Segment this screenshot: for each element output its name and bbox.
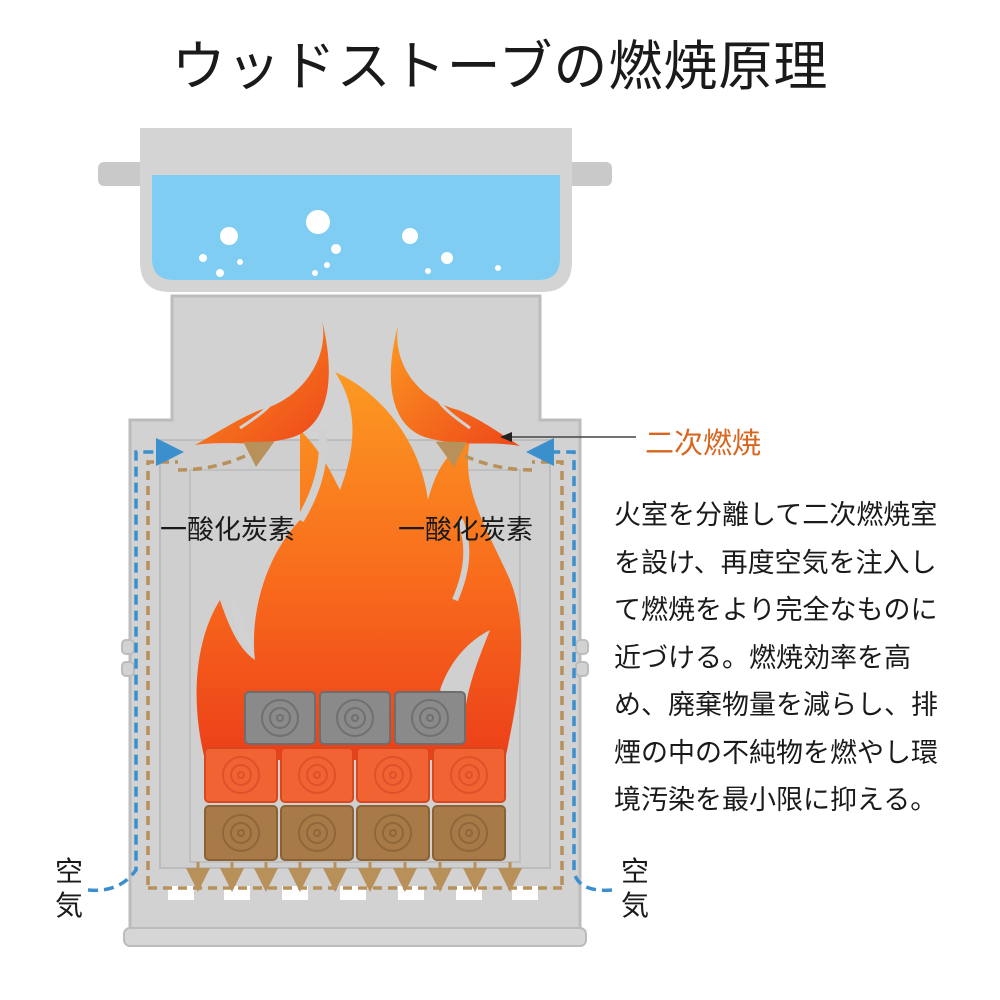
secondary-flame-right bbox=[390, 325, 520, 446]
wood-row-brown bbox=[204, 805, 506, 861]
main-flame bbox=[196, 372, 522, 760]
pot bbox=[98, 128, 612, 292]
secondary-combustion-pointer bbox=[500, 432, 636, 442]
stove-foot bbox=[123, 927, 587, 947]
pot-water bbox=[152, 175, 560, 280]
airflow-down-arrows bbox=[186, 862, 522, 892]
pot-handle-right bbox=[560, 162, 612, 186]
bubbles bbox=[199, 210, 501, 277]
carbon-monoxide-label-right: 一酸化炭素 bbox=[398, 515, 533, 546]
air-label-left: 空気 bbox=[54, 855, 83, 922]
air-label-right: 空気 bbox=[620, 855, 649, 922]
stove-side-bumps bbox=[121, 639, 589, 677]
wood-logs bbox=[204, 691, 506, 861]
page-title: ウッドストーブの燃焼原理 bbox=[171, 35, 829, 98]
secondary-combustion-label: 二次燃焼 bbox=[645, 426, 762, 460]
wood-row-red bbox=[204, 747, 506, 803]
pot-handle-left bbox=[98, 162, 150, 186]
secondary-flame-left bbox=[195, 320, 329, 445]
airflow-blue bbox=[87, 438, 613, 893]
description-text: 火室を分離して二次燃焼室を設け、再度空気を注入して燃焼をより完全なものに近づける… bbox=[614, 500, 938, 816]
wood-row-gray bbox=[244, 691, 466, 745]
carbon-monoxide-label-left: 一酸化炭素 bbox=[160, 515, 295, 546]
